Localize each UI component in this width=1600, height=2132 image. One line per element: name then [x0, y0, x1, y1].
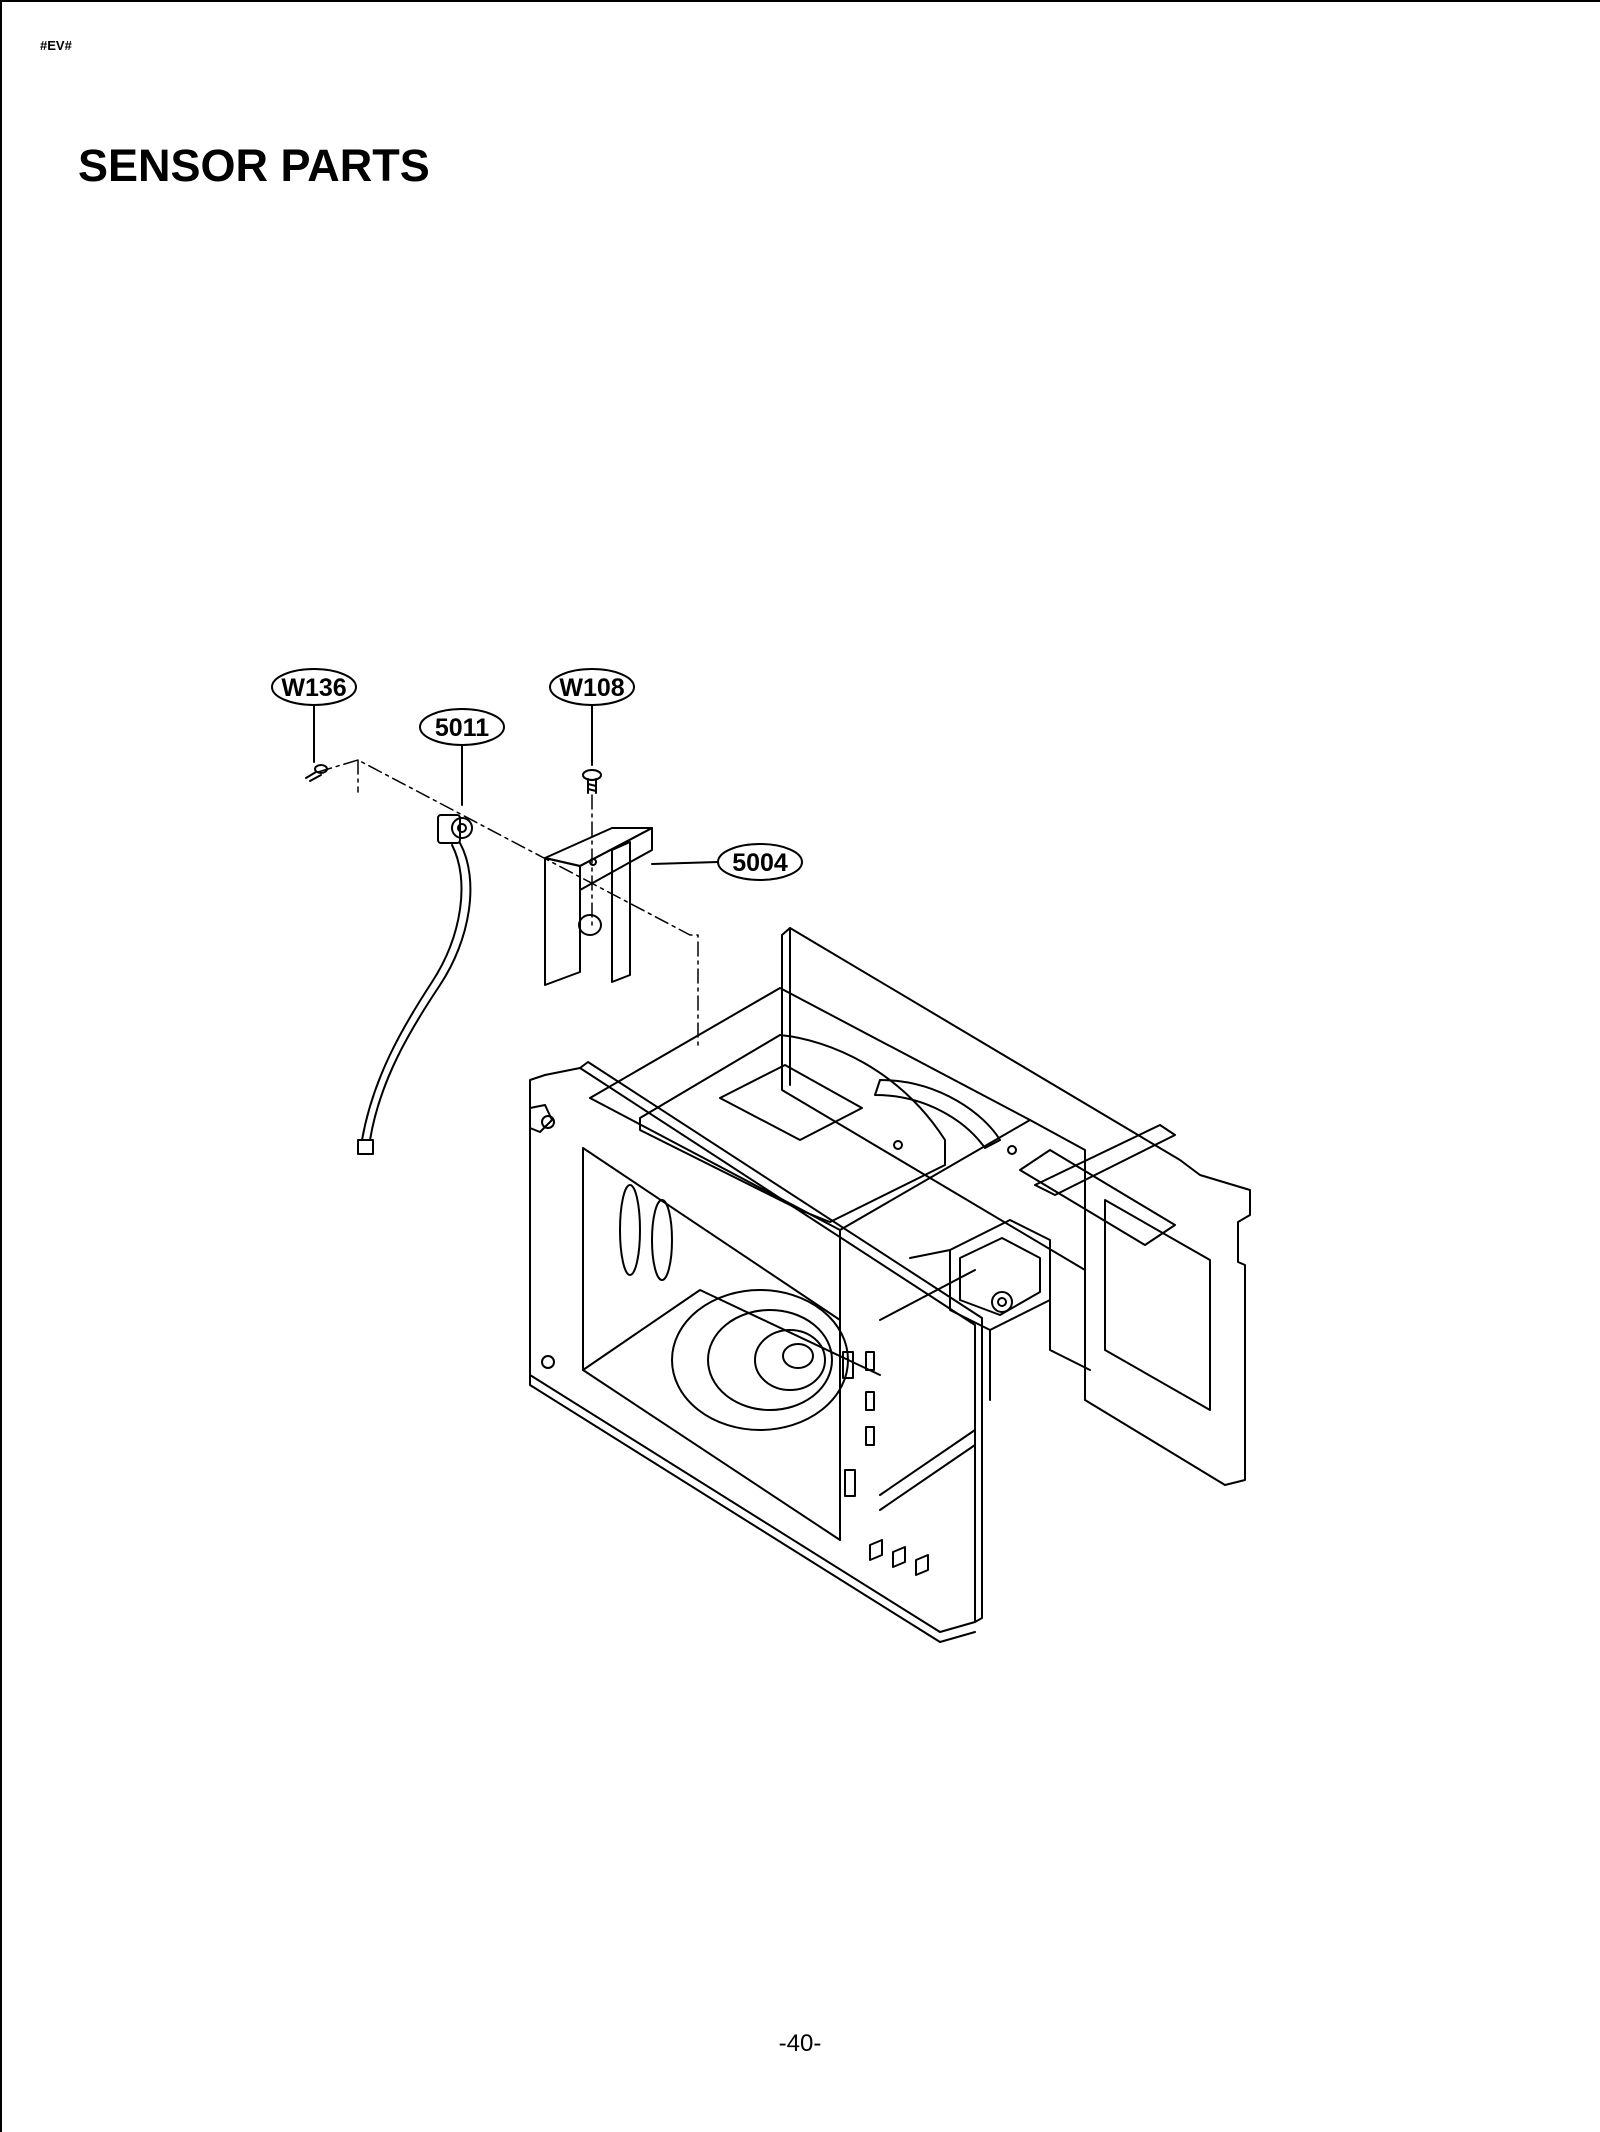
callout-5004: 5004 [651, 843, 803, 881]
doc-code: #EV# [40, 38, 72, 53]
sensor-5011 [357, 814, 473, 1155]
callout-label-5011: 5011 [435, 714, 489, 742]
screw-w108 [582, 769, 602, 794]
callout-w108: W108 [549, 668, 635, 766]
callout-label-w136: W136 [281, 674, 346, 702]
page-border-left [0, 0, 2, 2132]
page-number: -40- [778, 2030, 822, 2057]
callout-w136: W136 [271, 668, 357, 763]
microwave-cavity [529, 927, 1251, 1643]
assembly-guide-lines [317, 759, 699, 1046]
page-border-top [0, 0, 1600, 2]
screw-w136 [305, 764, 328, 782]
bracket-5004 [544, 827, 653, 986]
callout-label-5004: 5004 [732, 849, 788, 877]
callout-label-w108: W108 [559, 674, 624, 702]
page-title: SENSOR PARTS [78, 140, 430, 191]
callout-5011: 5011 [419, 708, 505, 806]
